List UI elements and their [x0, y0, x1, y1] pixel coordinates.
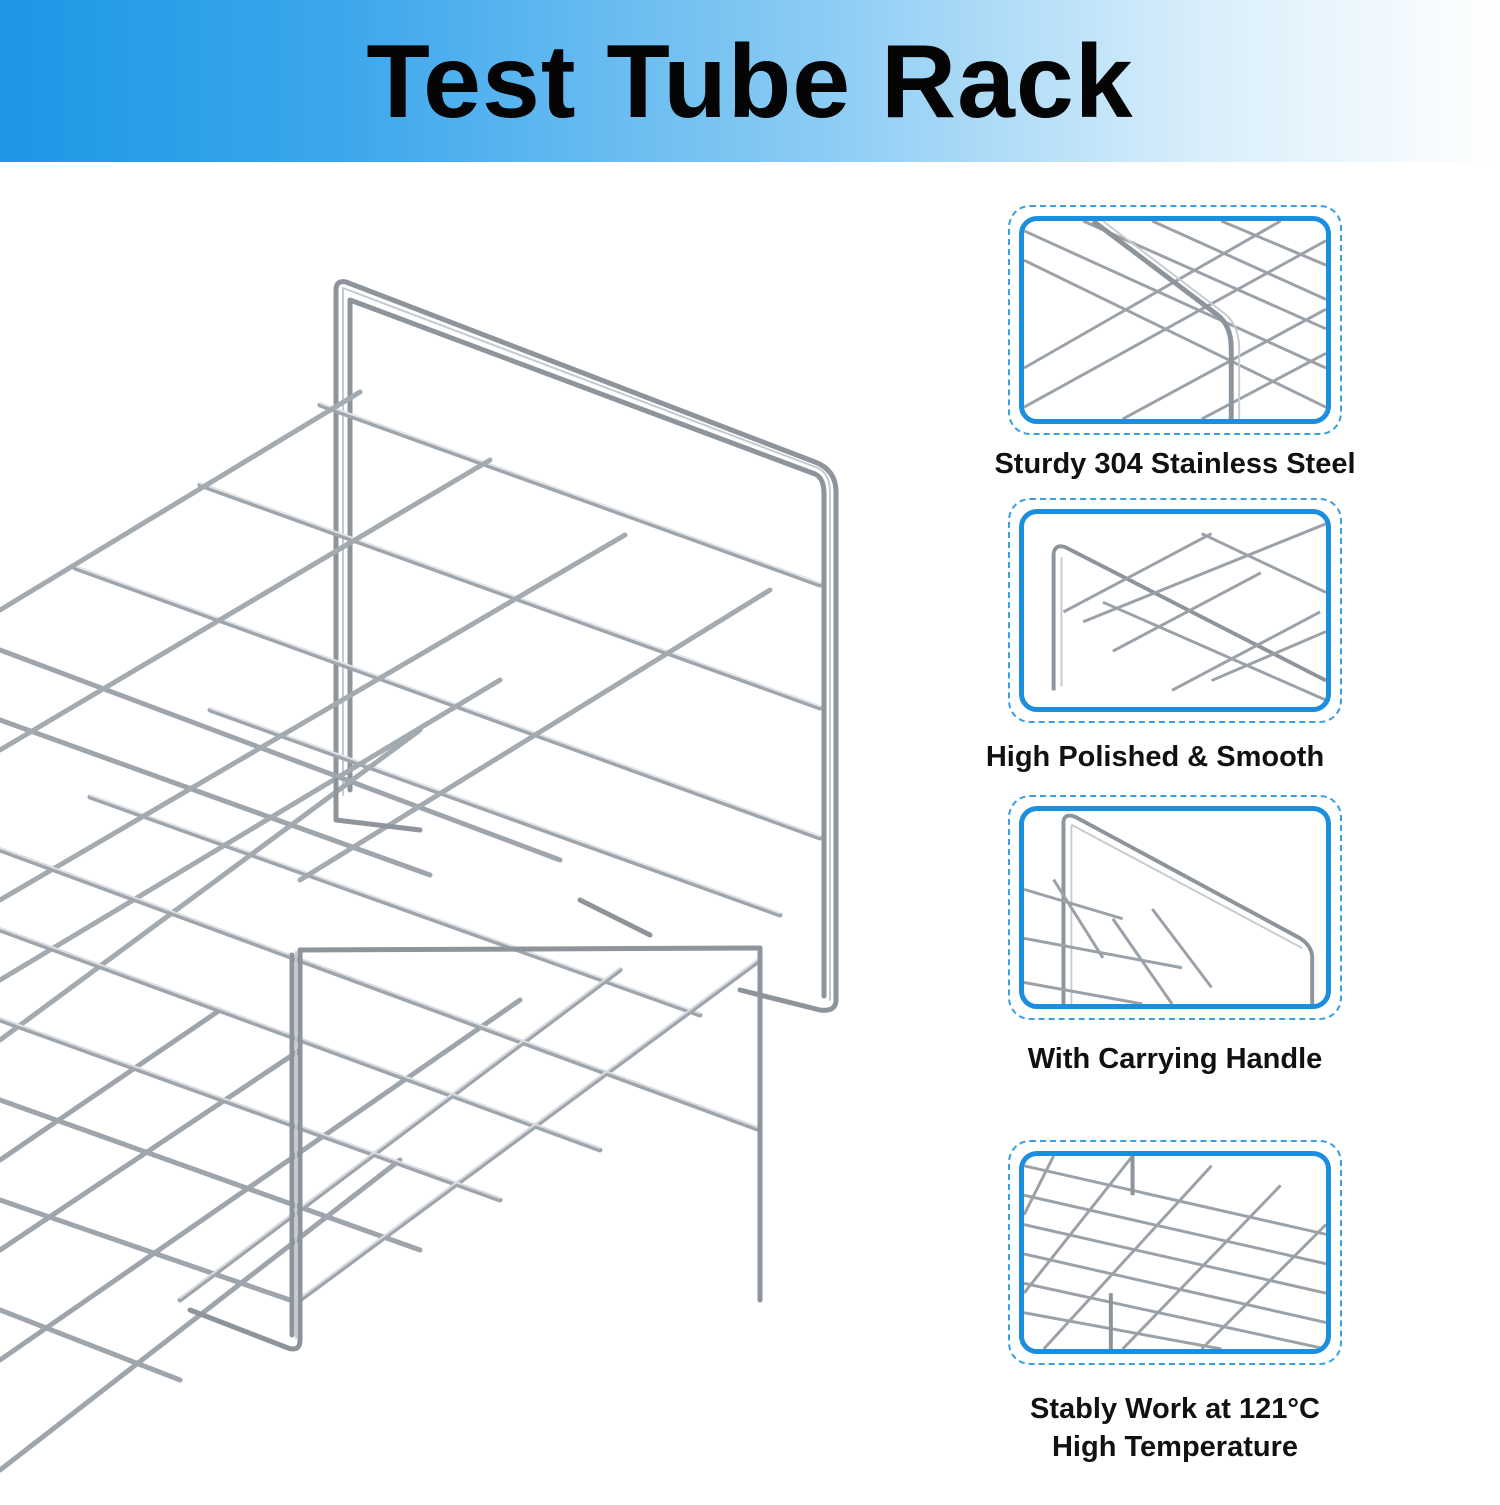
- feature-image-1: [1019, 216, 1331, 424]
- feature-caption-3: With Carrying Handle: [1027, 1043, 1323, 1075]
- rack-handle-closeup-image: [1024, 221, 1326, 419]
- rack-corner-closeup-image: [1051, 522, 1326, 702]
- hero-product-image: [0, 170, 960, 1500]
- feature-caption-4-line1: Stably Work at 121°C: [1030, 1393, 1320, 1425]
- rack-grid-closeup-image: [1024, 1156, 1326, 1349]
- title-banner: Test Tube Rack: [0, 0, 1500, 162]
- feature-card-4: Stably Work at 121°C High Temperature: [1008, 1140, 1342, 1463]
- feature-caption-2: High Polished & Smooth: [985, 741, 1325, 773]
- feature-frame-1: [1008, 205, 1342, 435]
- feature-card-3: With Carrying Handle: [1008, 795, 1342, 1075]
- test-tube-rack-illustration: [0, 279, 839, 1473]
- feature-image-3: [1019, 806, 1331, 1009]
- feature-image-4: [1019, 1151, 1331, 1354]
- feature-frame-4: [1008, 1140, 1342, 1365]
- feature-card-2: High Polished & Smooth: [986, 498, 1342, 773]
- rack-handle-side-image: [1024, 813, 1315, 1004]
- feature-image-2: [1019, 509, 1331, 712]
- feature-caption-1: Sturdy 304 Stainless Steel: [994, 448, 1356, 480]
- feature-frame-3: [1008, 795, 1342, 1020]
- page-title: Test Tube Rack: [366, 24, 1134, 140]
- feature-caption-4-line2: High Temperature: [1051, 1431, 1298, 1463]
- feature-card-1: Sturdy 304 Stainless Steel: [994, 205, 1356, 480]
- feature-frame-2: [1008, 498, 1342, 723]
